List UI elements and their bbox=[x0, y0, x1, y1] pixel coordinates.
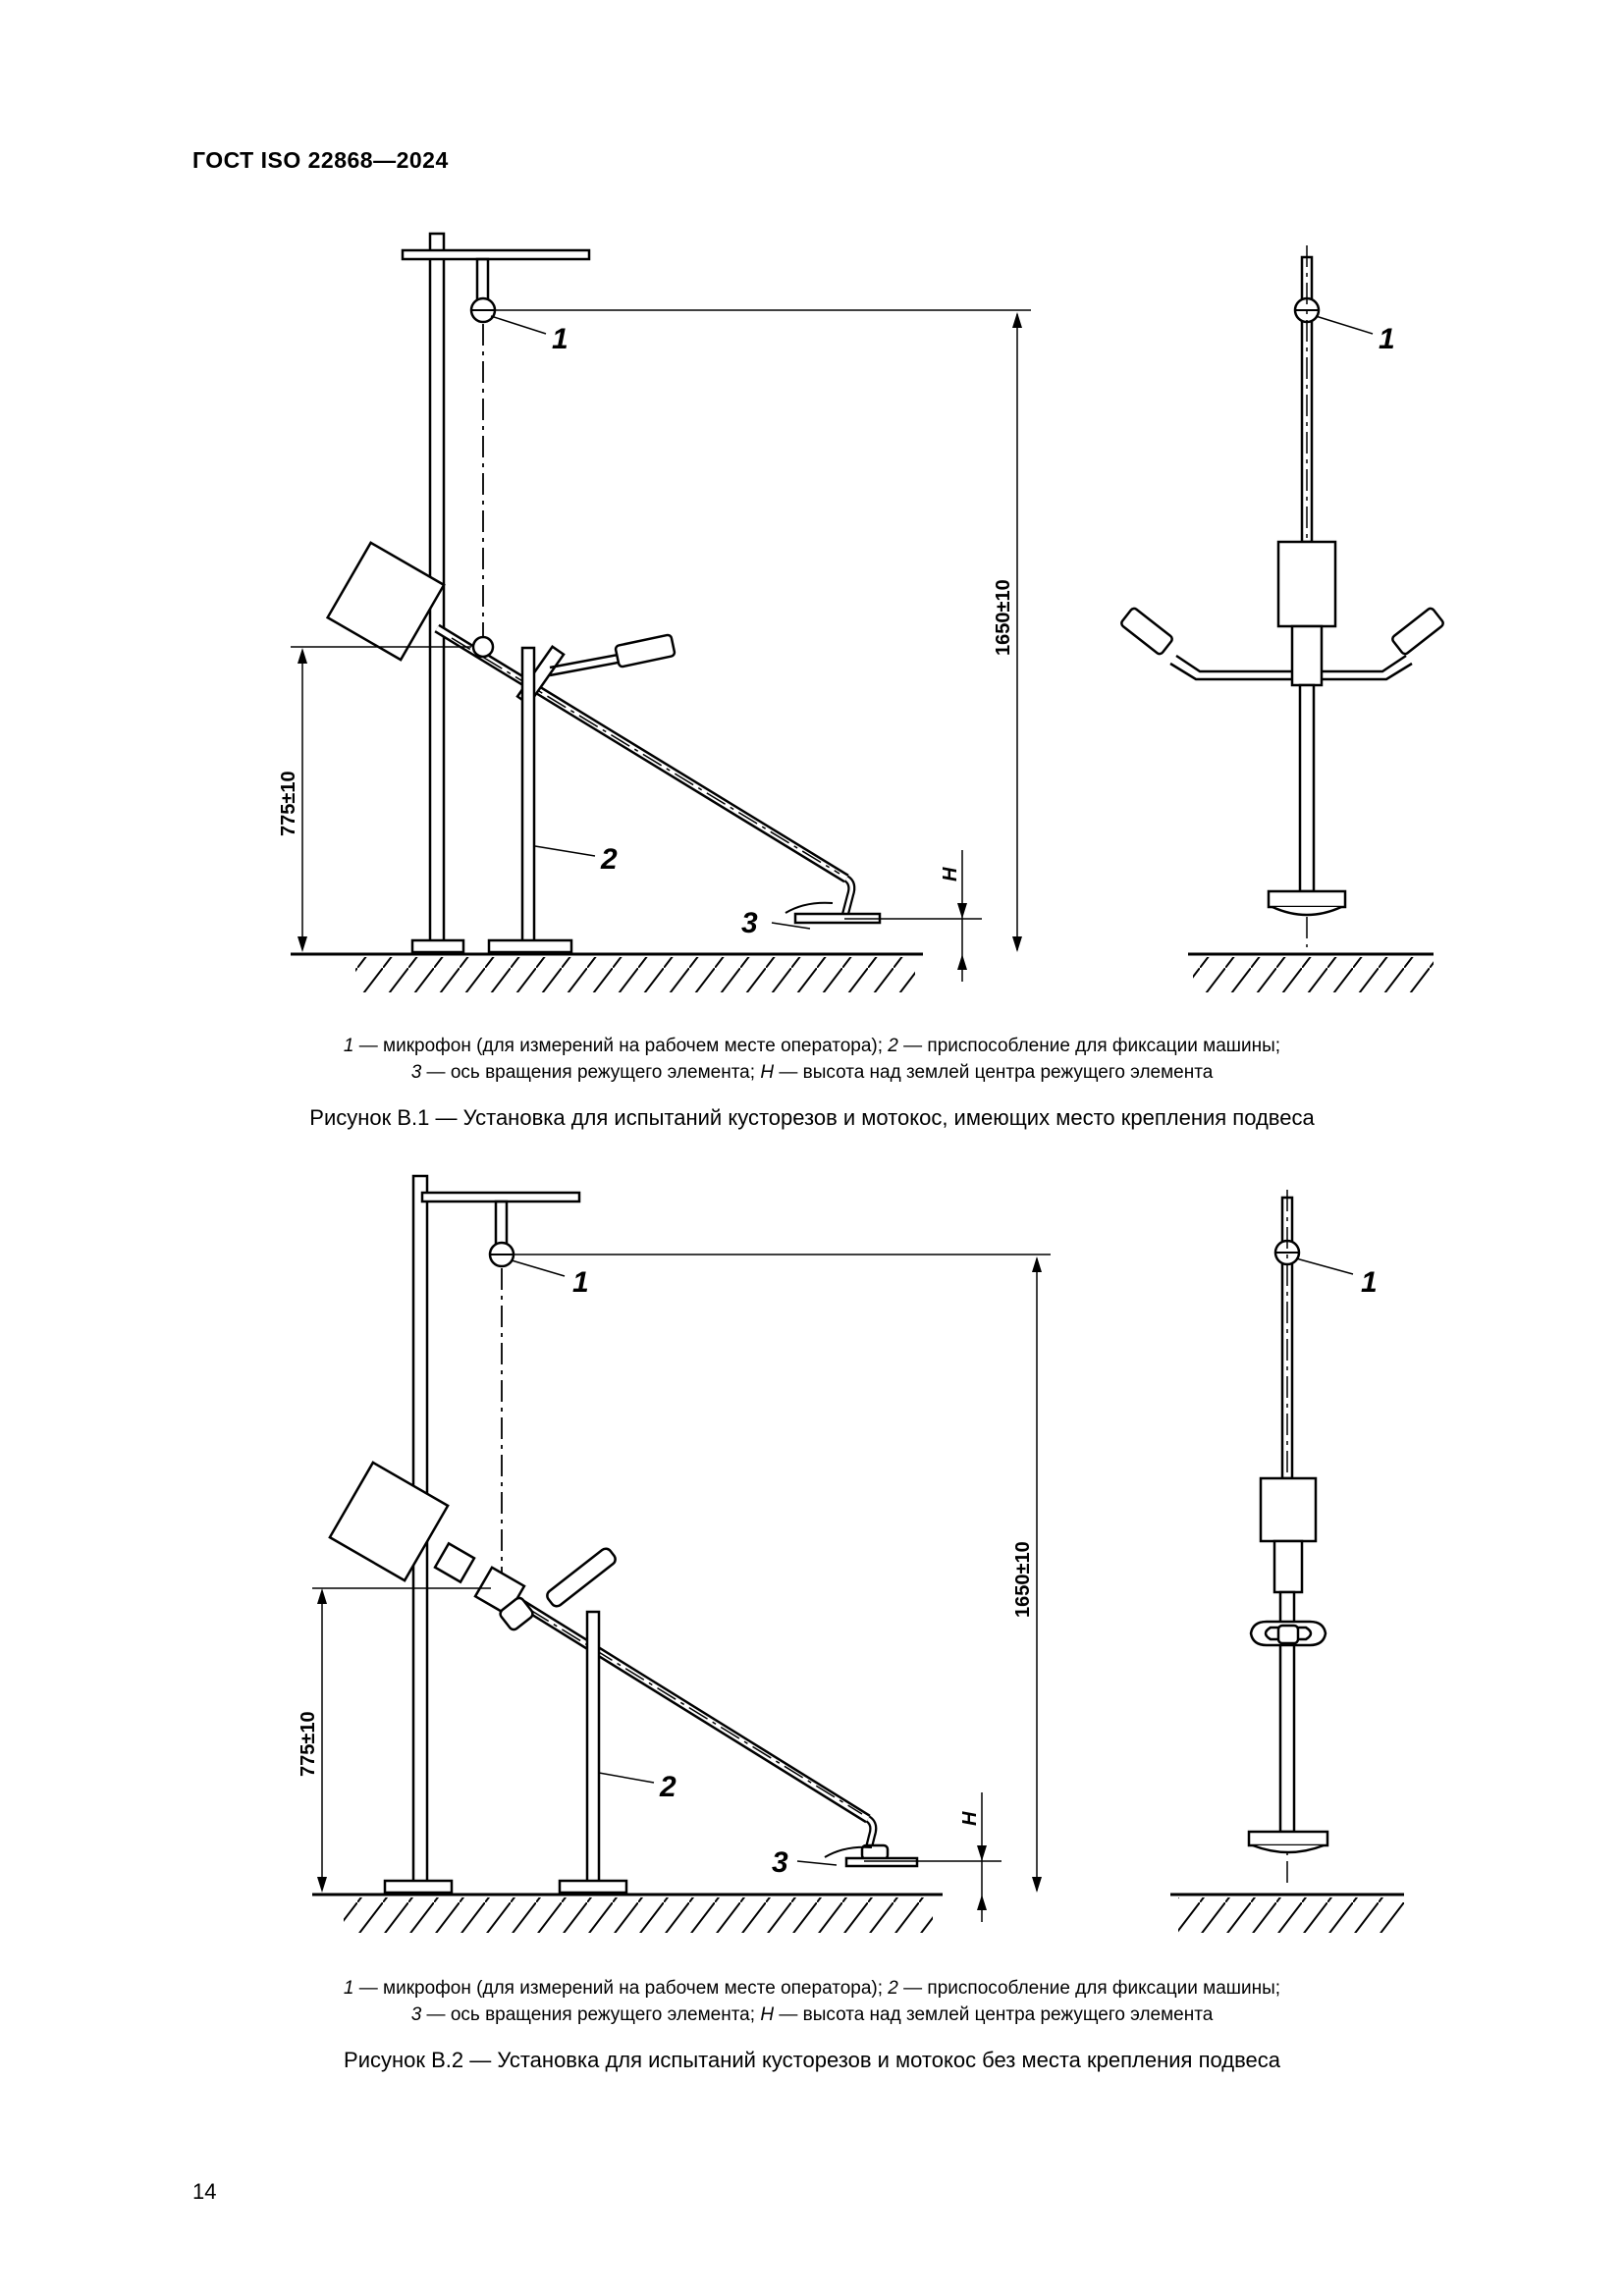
label-microphone-front: 1 bbox=[1379, 323, 1395, 355]
label-axis: 3 bbox=[772, 1846, 788, 1879]
dim-mic-height: 1650±10 bbox=[1012, 1541, 1034, 1618]
figure-b2-legend: 1 — микрофон (для измерений на рабочем м… bbox=[343, 1978, 1281, 2025]
dim-mount-height: 775±10 bbox=[298, 1711, 319, 1777]
figure-b1-caption: Рисунок B.1 — Установка для испытаний ку… bbox=[309, 1105, 1315, 1130]
label-axis: 3 bbox=[741, 907, 758, 939]
label-microphone-front: 1 bbox=[1361, 1266, 1378, 1299]
document-header: ГОСТ ISO 22868—2024 bbox=[192, 147, 449, 173]
dim-mic-height: 1650±10 bbox=[993, 579, 1014, 656]
dim-height-letter: H bbox=[940, 867, 961, 881]
dim-height-letter: H bbox=[959, 1811, 981, 1826]
dim-mount-height: 775±10 bbox=[278, 771, 299, 836]
figure-b1-legend: 1 — микрофон (для измерений на рабочем м… bbox=[343, 1036, 1281, 1083]
page-number: 14 bbox=[192, 2179, 217, 2204]
label-fixture: 2 bbox=[600, 843, 618, 876]
figure-b2-diagram: 1 2 3 1 H 1650±10 775±10 bbox=[298, 1174, 1404, 1933]
figure-b2-caption: Рисунок B.2 — Установка для испытаний ку… bbox=[344, 2048, 1280, 2072]
figure-b1-diagram: 1 2 3 1 H 1650±10 775±10 bbox=[278, 232, 1444, 992]
label-fixture: 2 bbox=[659, 1771, 677, 1803]
label-microphone-side: 1 bbox=[552, 323, 568, 355]
label-microphone-side: 1 bbox=[572, 1266, 589, 1299]
